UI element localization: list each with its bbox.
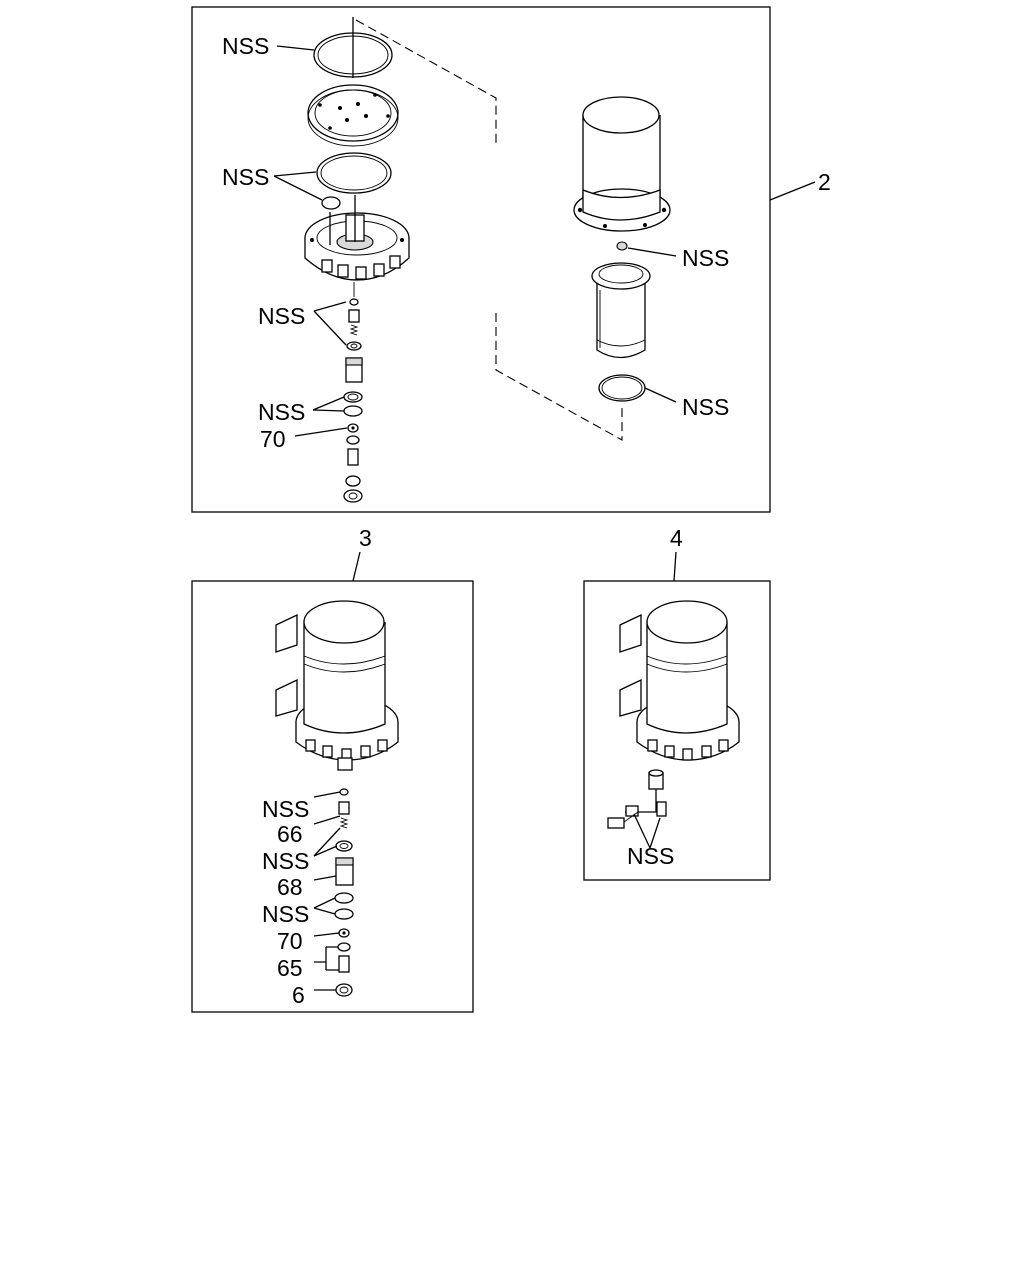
middle-gasket bbox=[316, 152, 392, 210]
middle-gasket-leader-b bbox=[273, 175, 323, 201]
filter-head bbox=[304, 195, 410, 281]
callout-2-leader bbox=[769, 181, 816, 201]
a3-ref-66-leader bbox=[313, 815, 341, 825]
upper-connector bbox=[355, 19, 497, 145]
a3-ref-66-label: 66 bbox=[277, 821, 303, 847]
assembly-3-panel: 3 bbox=[191, 525, 474, 1013]
a3-nss-2-leader-b bbox=[313, 845, 338, 857]
a3-ref-6-label: 6 bbox=[292, 982, 305, 1008]
a3-nss-3-leader-a bbox=[313, 897, 336, 909]
bowl-plug bbox=[616, 241, 628, 251]
top-gasket-leader bbox=[276, 45, 315, 51]
lower-rings-leader-b bbox=[312, 409, 345, 412]
assembly-3-parts bbox=[334, 788, 354, 997]
main-panel: 2 NSS NSS bbox=[191, 6, 831, 513]
check-valve-label: NSS bbox=[258, 303, 305, 329]
lower-rings-leader-a bbox=[312, 396, 345, 411]
bowl-plug-label: NSS bbox=[682, 245, 729, 271]
water-sensor bbox=[607, 769, 667, 829]
callout-2: 2 bbox=[818, 169, 831, 195]
lower-rings-label: NSS bbox=[258, 399, 305, 425]
assembly-4-panel: 4 NSS bbox=[583, 525, 771, 881]
a3-ref-65-bracket bbox=[314, 946, 339, 971]
lower-connector bbox=[495, 313, 623, 441]
cover-plate bbox=[307, 84, 399, 147]
top-gasket bbox=[313, 17, 393, 78]
callout-4: 4 bbox=[670, 525, 683, 551]
a3-nss-1-label: NSS bbox=[262, 796, 309, 822]
assembly-3-housing bbox=[275, 600, 399, 771]
middle-gasket-leader-a bbox=[273, 171, 317, 177]
bowl-oring-label: NSS bbox=[682, 394, 729, 420]
ref-70-label: 70 bbox=[260, 426, 286, 452]
callout-4-leader bbox=[673, 551, 677, 582]
assembly-4-housing bbox=[619, 600, 740, 761]
assembly-3-frame bbox=[191, 580, 474, 1013]
a3-ref-70-leader bbox=[313, 932, 340, 937]
a3-nss-3-label: NSS bbox=[262, 901, 309, 927]
a3-ref-70-label: 70 bbox=[277, 928, 303, 954]
a4-nss-label: NSS bbox=[627, 843, 674, 869]
a3-nss-1-leader bbox=[313, 791, 341, 798]
a3-nss-3-leader-b bbox=[313, 907, 336, 915]
check-valve-leader-a bbox=[313, 301, 347, 312]
check-valve-leader-b bbox=[313, 310, 347, 346]
bowl-oring bbox=[598, 374, 646, 402]
main-panel-frame bbox=[191, 6, 771, 513]
a3-ref-68-leader bbox=[313, 875, 337, 881]
bowl-oring-leader bbox=[644, 387, 677, 403]
a3-nss-2-label: NSS bbox=[262, 848, 309, 874]
a4-nss-leader-b bbox=[649, 817, 661, 849]
bowl-plug-leader bbox=[627, 247, 677, 257]
filter-element bbox=[591, 262, 651, 359]
top-gasket-label: NSS bbox=[222, 33, 269, 59]
filter-bowl bbox=[573, 96, 671, 232]
lower-parts bbox=[343, 391, 363, 503]
a3-nss-2-leader-a bbox=[313, 827, 341, 857]
a3-ref-65-label: 65 bbox=[277, 955, 303, 981]
a4-nss-leader-a bbox=[633, 813, 651, 849]
assembly-4-frame bbox=[583, 580, 771, 881]
ref-70-leader bbox=[294, 427, 348, 437]
a3-ref-68-label: 68 bbox=[277, 874, 303, 900]
callout-3: 3 bbox=[359, 525, 372, 551]
middle-gasket-label: NSS bbox=[222, 164, 269, 190]
callout-3-leader bbox=[352, 551, 361, 582]
check-valve-stack bbox=[345, 282, 363, 383]
